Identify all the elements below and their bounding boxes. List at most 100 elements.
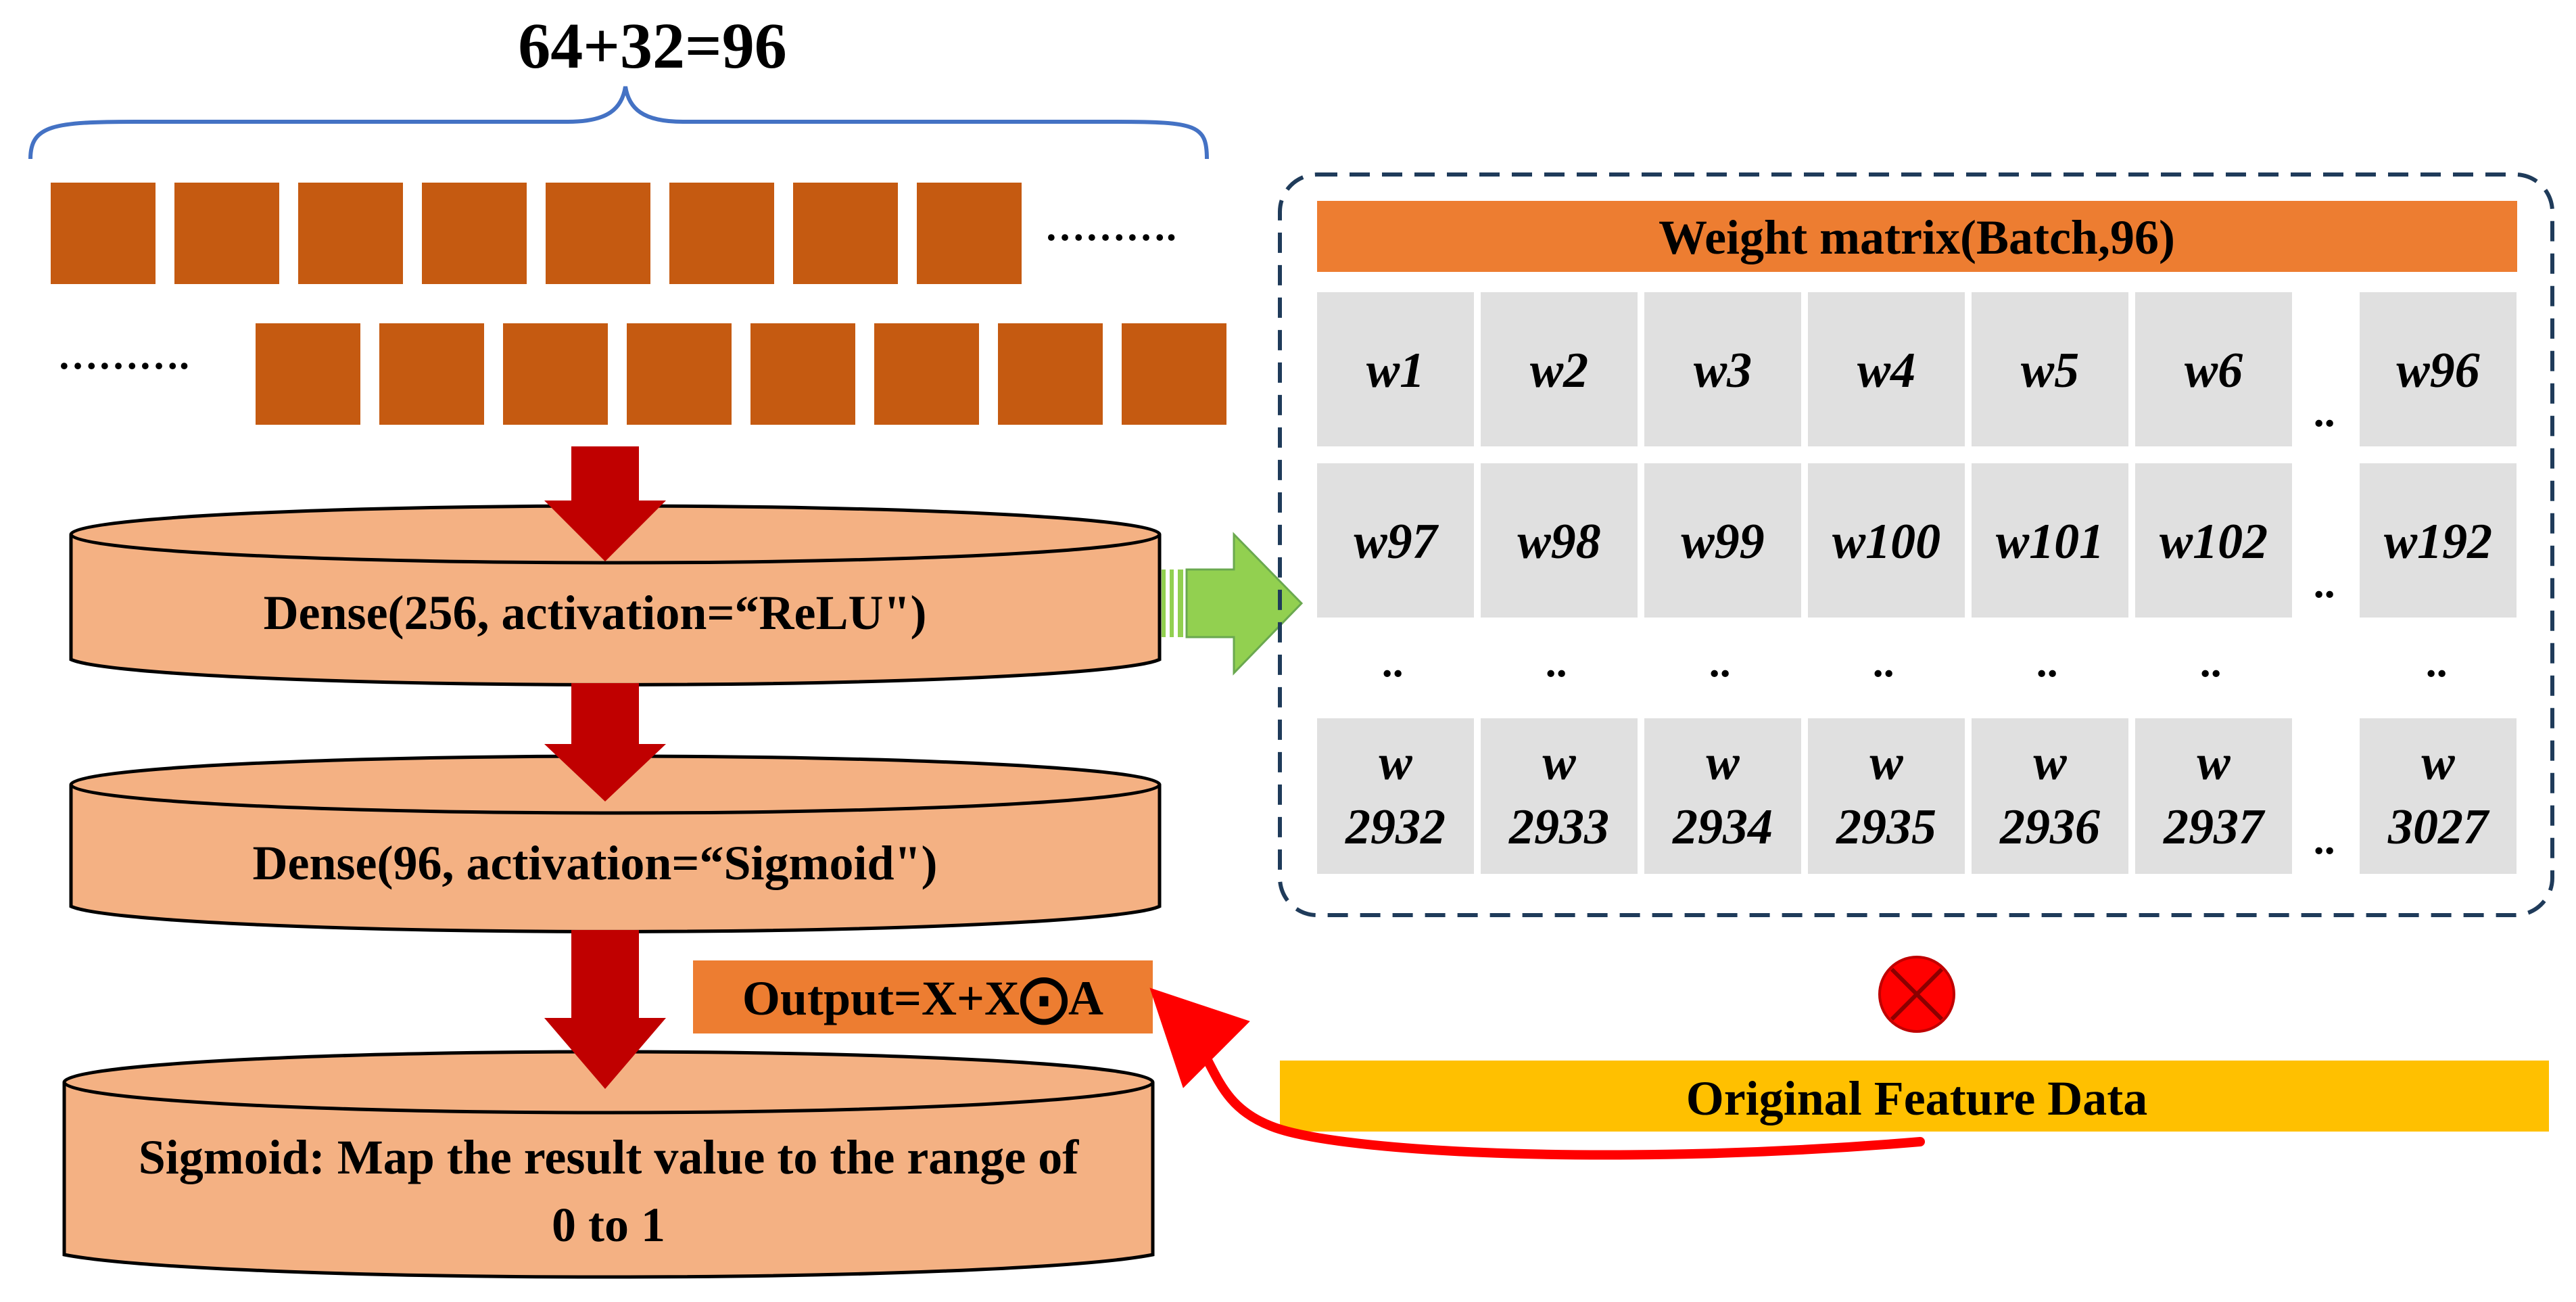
feature-block (503, 323, 608, 425)
weight-cell-label: w2 (1530, 343, 1588, 398)
weight-cell: w97 (1317, 463, 1474, 618)
dense-sigmoid-label: Dense(96, activation=“Sigmoid") (253, 836, 938, 890)
weight-cell: w 2933 (1481, 718, 1638, 874)
weight-cell-label: 2936 (1999, 799, 2100, 855)
weight-cell-label: w6 (2185, 343, 2243, 398)
weight-matrix-container (1278, 172, 2554, 917)
output-box (693, 960, 1153, 1033)
feature-block (998, 323, 1103, 425)
feature-block (1122, 323, 1226, 425)
weight-cell: w 2932 (1317, 718, 1474, 874)
weight-cell-label: 2933 (1508, 799, 1609, 855)
weight-cell-label: w (1706, 735, 1740, 791)
down-arrow-1 (544, 446, 666, 561)
weight-cell-label: w102 (2160, 514, 2268, 569)
weight-cell-label: w5 (2021, 343, 2079, 398)
weight-cell: w96 (2360, 292, 2517, 446)
weight-cell-label: w1 (1366, 343, 1425, 398)
weight-matrix-title-bar (1317, 201, 2517, 272)
weight-cell-label: w192 (2384, 514, 2492, 569)
weight-cell-label: w100 (1832, 514, 1940, 569)
down-arrow-3 (544, 930, 666, 1089)
weight-cell: w 2937 (2135, 718, 2292, 874)
ellipsis-marker: .. (2315, 559, 2337, 607)
feature-count-label: 64+32=96 (518, 9, 786, 82)
feature-block (750, 323, 855, 425)
weight-cell: w4 (1808, 292, 1965, 446)
weight-matrix-title: Weight matrix(Batch,96) (1659, 210, 2175, 264)
feature-block (174, 183, 279, 284)
weight-cell: w 2935 (1808, 718, 1965, 874)
down-arrow-2 (544, 683, 666, 801)
feature-row-1 (51, 183, 1022, 284)
weight-cell-label: 2934 (1672, 799, 1773, 855)
weight-cell-label: w96 (2396, 343, 2479, 398)
weight-cell-label: w (2033, 735, 2067, 791)
weight-cell: w102 (2135, 463, 2292, 618)
ellipsis-marker: .. (2427, 638, 2449, 686)
weight-cell-label: 2935 (1836, 799, 1936, 855)
weight-cell-label: w (1379, 735, 1412, 791)
dense-relu-label: Dense(256, activation=“ReLU") (264, 586, 927, 640)
weight-cell-label: w (1542, 735, 1576, 791)
row-2-ellipsis: ………. (57, 333, 189, 377)
weight-cell: w3 (1644, 292, 1801, 446)
feature-block (422, 183, 527, 284)
weight-cell-label: w99 (1681, 514, 1764, 569)
ellipsis-marker: .. (1711, 638, 1732, 686)
feature-block (874, 323, 979, 425)
right-arrow (1162, 532, 1304, 676)
weight-cell: w6 (2135, 292, 2292, 446)
feature-block (256, 323, 360, 425)
sigmoid-map-layer: Sigmoid: Map the result value to the ran… (62, 1050, 1155, 1279)
row-1-ellipsis: ………. (1045, 204, 1176, 249)
weight-cell: w2 (1481, 292, 1638, 446)
feature-block (51, 183, 156, 284)
weight-matrix-grid: w1 w2 w3 w4 w5 w6 w96 w97 w98 w99 w100 w101 w102 w192… (1317, 292, 2517, 874)
feature-block (379, 323, 484, 425)
weight-cell: w 3027 (2360, 718, 2517, 874)
weight-cell: w98 (1481, 463, 1638, 618)
sigmoid-map-label-line1: Sigmoid: Map the result value to the ran… (139, 1130, 1080, 1184)
ellipsis-marker: .. (1874, 638, 1896, 686)
weight-cell-label: w101 (1996, 514, 2104, 569)
output-label: Output=X+X⨀A (742, 971, 1103, 1025)
weight-cell: w 2934 (1644, 718, 1801, 874)
ellipsis-marker: .. (1383, 638, 1405, 686)
weight-cell-label: w98 (1517, 514, 1600, 569)
weight-cell-label: w (1869, 735, 1903, 791)
multiply-circle-icon (1878, 956, 1955, 1033)
weight-cell-label: w (2197, 735, 2231, 791)
feature-block (793, 183, 898, 284)
weight-cell: w192 (2360, 463, 2517, 618)
weight-cell: w 2936 (1972, 718, 2128, 874)
ellipsis-marker: .. (2315, 388, 2337, 436)
weight-cell-label: w (2421, 735, 2455, 791)
ellipsis-marker: .. (2201, 638, 2223, 686)
feedback-curve-arrow (1149, 987, 1925, 1160)
weight-cell: w1 (1317, 292, 1474, 446)
original-feature-label: Original Feature Data (1686, 1071, 2148, 1125)
weight-cell-label: w3 (1694, 343, 1752, 398)
weight-cell-label: w4 (1857, 343, 1915, 398)
ellipsis-marker: .. (2315, 815, 2337, 863)
ellipsis-marker: .. (1547, 638, 1569, 686)
weight-cell: w99 (1644, 463, 1801, 618)
weight-cell-label: 2937 (2163, 799, 2266, 855)
ellipsis-marker: .. (2038, 638, 2059, 686)
weight-cell-label: 2932 (1345, 799, 1446, 855)
feature-block (669, 183, 774, 284)
feature-block (298, 183, 403, 284)
original-feature-bar (1280, 1061, 2549, 1132)
weight-cell: w101 (1972, 463, 2128, 618)
feature-block (546, 183, 650, 284)
feature-row-2 (256, 323, 1226, 425)
feature-block (627, 323, 732, 425)
feature-brace (28, 86, 1209, 160)
weight-cell: w100 (1808, 463, 1965, 618)
feature-block (917, 183, 1022, 284)
weight-cell-label: w97 (1354, 514, 1439, 569)
sigmoid-map-label-line2: 0 to 1 (552, 1198, 665, 1252)
weight-cell-label: 3027 (2387, 799, 2490, 855)
